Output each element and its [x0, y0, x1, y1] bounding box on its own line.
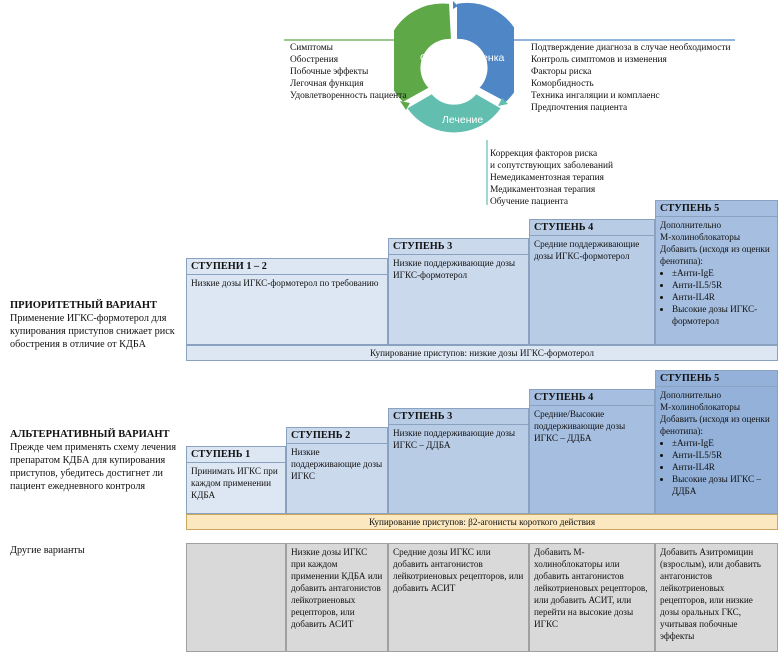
other-step-2: Низкие дозы ИГКС при каждом применении К…	[286, 543, 388, 652]
alternative-step-2: СТУПЕНЬ 2 Низкие поддерживающие дозы ИГК…	[286, 427, 388, 514]
list-item: Высокие дозы ИГКС-формотерол	[672, 303, 773, 327]
alternative-title: АЛЬТЕРНАТИВНЫЙ ВАРИАНТ	[10, 429, 170, 440]
step-title: СТУПЕНЬ 2	[287, 428, 387, 444]
step-title: СТУПЕНЬ 1	[187, 447, 285, 463]
step-text: Средние поддерживающие дозы ИГКС-формоте…	[534, 239, 640, 261]
alternative-step-4: СТУПЕНЬ 4 Средние/Высокие поддерживающие…	[529, 389, 655, 514]
list-item: Анти-IL5/5R	[672, 449, 773, 461]
step-text: Средние/Высокие поддерживающие дозы ИГКС…	[534, 409, 626, 443]
list-item: Обучение пациента	[490, 197, 569, 207]
priority-title: ПРИОРИТЕТНЫЙ ВАРИАНТ	[10, 300, 158, 311]
step-text: Принимать ИГКС при каждом применении КДБ…	[191, 466, 278, 500]
list-item: Обострения	[290, 55, 339, 65]
list-item: и сопутствующих заболеваний	[490, 161, 614, 171]
step-title: СТУПЕНЬ 5	[656, 201, 777, 217]
list-item: Коррекция факторов риска	[490, 149, 598, 159]
list-item: ±Анти-IgE	[672, 267, 773, 279]
step-title: СТУПЕНЬ 3	[389, 239, 528, 255]
cycle-label-response: Ответ	[420, 52, 449, 64]
response-list: Симптомы Обострения Побочные эффекты Лег…	[290, 42, 407, 102]
list-item: Анти-IL5/5R	[672, 279, 773, 291]
alternative-step-1: СТУПЕНЬ 1 Принимать ИГКС при каждом прим…	[186, 446, 286, 514]
cycle-label-assessment: Оценка	[468, 52, 505, 64]
list-item: Медикаментозная терапия	[490, 185, 596, 195]
treatment-list: Коррекция факторов риска и сопутствующих…	[490, 148, 613, 208]
list-item: Легочная функция	[290, 79, 364, 89]
priority-step-4: СТУПЕНЬ 4 Средние поддерживающие дозы ИГ…	[529, 219, 655, 345]
priority-description: Применение ИГКС-формотерол для купирован…	[10, 313, 175, 350]
priority-step-3: СТУПЕНЬ 3 Низкие поддерживающие дозы ИГК…	[388, 238, 529, 345]
alternative-step-3: СТУПЕНЬ 3 Низкие поддерживающие дозы ИГК…	[388, 408, 529, 514]
cycle-segment-response	[394, 1, 454, 105]
list-item: Анти-IL4R	[672, 291, 773, 303]
step-title: СТУПЕНЬ 4	[530, 390, 654, 406]
alternative-step-5: СТУПЕНЬ 5 Дополнительно М-холиноблокатор…	[655, 370, 778, 514]
list-item: Анти-IL4R	[672, 461, 773, 473]
care-cycle-diagram	[394, 0, 514, 135]
list-item: Высокие дозы ИГКС – ДДБА	[672, 473, 773, 497]
step-text: Низкие поддерживающие дозы ИГКС-формотер…	[393, 258, 516, 280]
list-item: Факторы риска	[531, 67, 592, 77]
list-item: Техника ингаляции и комплаенс	[531, 91, 660, 101]
alternative-reliever-bar: Купирование приступов: β2-агонисты корот…	[186, 514, 778, 530]
list-item: Предпочтения пациента	[531, 103, 628, 113]
alternative-description: Прежде чем применять схему лечения препа…	[10, 442, 177, 492]
cycle-lines	[284, 39, 735, 205]
other-options-title: Другие варианты	[10, 545, 85, 556]
step-text: Низкие поддерживающие дозы ИГКС	[291, 447, 383, 481]
cycle-label-treatment: Лечение	[442, 114, 484, 126]
step-text: Дополнительно М-холиноблокаторы Добавить…	[656, 387, 777, 499]
other-step-4: Добавить М-холиноблокаторы или добавить …	[529, 543, 655, 652]
list-item: Коморбидность	[531, 79, 594, 89]
list-item: Побочные эффекты	[290, 67, 369, 77]
other-step-empty	[186, 543, 286, 652]
priority-reliever-bar: Купирование приступов: низкие дозы ИГКС-…	[186, 345, 778, 361]
step-text: Низкие поддерживающие дозы ИГКС – ДДБА	[393, 428, 516, 450]
cycle-segment-assessment	[455, 0, 514, 105]
step-text: Низкие дозы ИГКС-формотерол по требовани…	[191, 278, 379, 288]
list-item: Подтверждение диагноза в случае необходи…	[531, 43, 731, 53]
list-item: Контроль симптомов и изменения	[531, 55, 667, 65]
priority-step-1-2: СТУПЕНИ 1 – 2 Низкие дозы ИГКС-формотеро…	[186, 258, 388, 345]
step-title: СТУПЕНЬ 3	[389, 409, 528, 425]
step-title: СТУПЕНЬ 4	[530, 220, 654, 236]
step-title: СТУПЕНЬ 5	[656, 371, 777, 387]
priority-step-5: СТУПЕНЬ 5 Дополнительно М-холиноблокатор…	[655, 200, 778, 345]
other-step-5: Добавить Азитромицин (взрослым), или доб…	[655, 543, 778, 652]
list-item: ±Анти-IgE	[672, 437, 773, 449]
cycle-segment-treatment	[404, 91, 504, 135]
list-item: Удовлетворенность пациента	[290, 91, 407, 101]
assessment-list: Подтверждение диагноза в случае необходи…	[531, 42, 731, 114]
other-step-3: Средние дозы ИГКС или добавить антагонис…	[388, 543, 529, 652]
list-item: Немедикаментозная терапия	[490, 173, 604, 183]
step-text: Дополнительно М-холиноблокаторы Добавить…	[656, 217, 777, 329]
list-item: Симптомы	[290, 43, 333, 53]
step-title: СТУПЕНИ 1 – 2	[187, 259, 387, 275]
